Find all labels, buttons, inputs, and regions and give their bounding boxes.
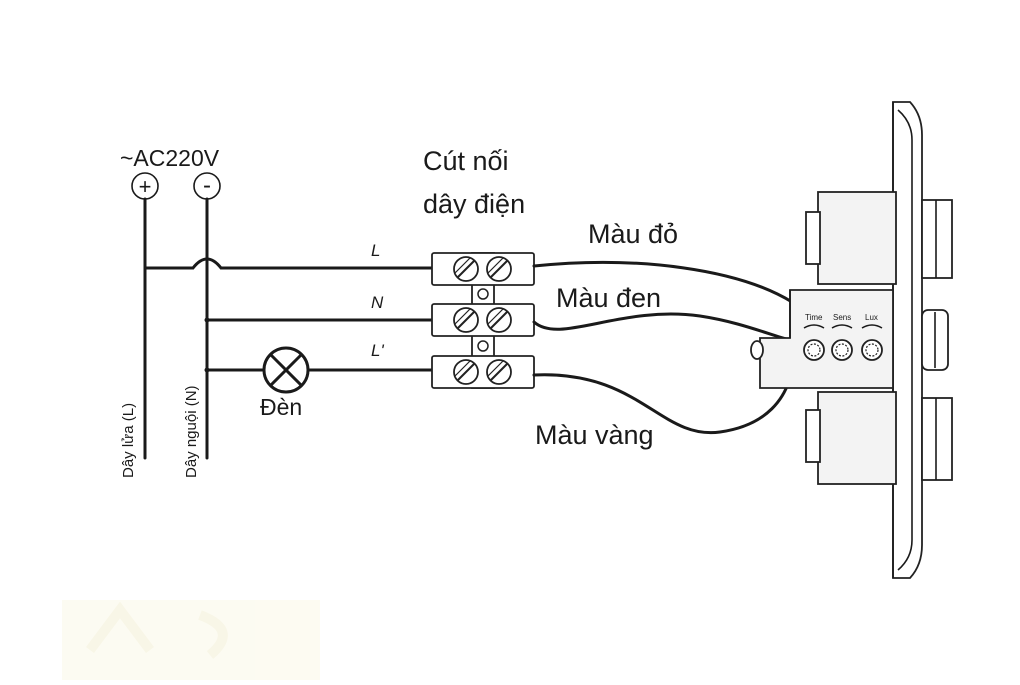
terminal-row-L — [431, 252, 535, 286]
supply-label: ~AC220V — [120, 145, 220, 171]
neutral-wire-label: Dây nguội (N) — [183, 385, 200, 478]
terminal-row-N — [431, 303, 535, 337]
wire-L — [143, 257, 434, 270]
sens-knob — [831, 339, 853, 361]
live-wire-label: Dây lửa (L) — [120, 403, 137, 478]
knob-label-lux: Lux — [865, 313, 878, 322]
lamp-label: Đèn — [260, 394, 302, 420]
time-knob — [803, 339, 825, 361]
watermark — [62, 600, 320, 680]
black-lead — [532, 312, 792, 342]
minus-symbol: - — [203, 172, 211, 199]
lux-knob — [861, 339, 883, 361]
terminal-block — [431, 252, 535, 389]
black-lead-label: Màu đen — [556, 283, 661, 313]
knob-label-sens: Sens — [833, 313, 851, 322]
wire-L-prime-label: L' — [371, 341, 384, 360]
supply-terminals: ~AC220V + - — [120, 145, 221, 200]
wire-N-label: N — [371, 293, 384, 312]
connector-label-line2: dây điện — [423, 189, 525, 219]
knob-label-time: Time — [805, 313, 823, 322]
plus-symbol: + — [139, 174, 152, 199]
yellow-lead-label: Màu vàng — [535, 420, 654, 450]
terminal-row-L-prime — [431, 355, 535, 389]
red-lead — [532, 260, 794, 304]
lamp-icon — [262, 346, 310, 394]
neutral-junction-1 — [204, 317, 210, 323]
neutral-junction-2 — [204, 367, 210, 373]
yellow-lead — [532, 373, 792, 435]
red-lead-label: Màu đỏ — [588, 219, 678, 249]
wire-L-label: L — [371, 241, 380, 260]
motion-sensor-switch: Time Sens Lux — [750, 101, 953, 579]
connector-label-line1: Cút nối — [423, 146, 509, 176]
